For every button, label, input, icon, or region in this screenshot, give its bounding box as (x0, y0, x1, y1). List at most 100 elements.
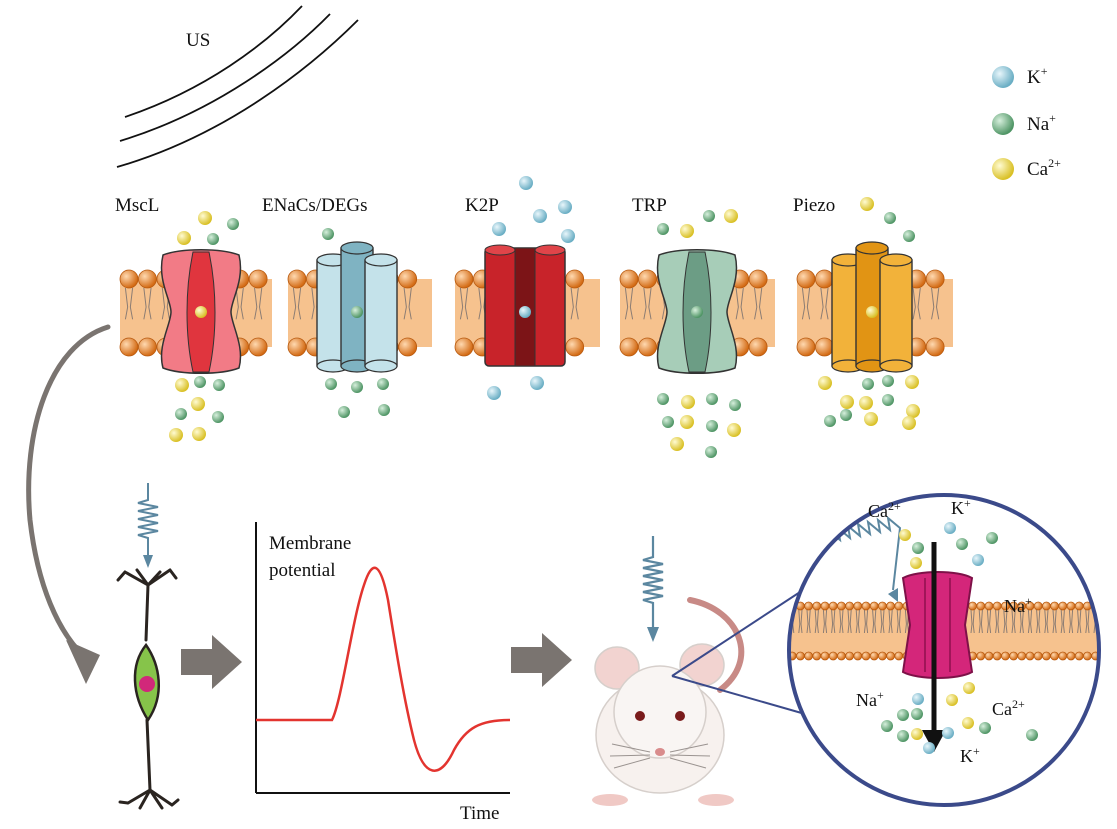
graph-ylabel-line1: Membrane (269, 533, 351, 554)
inset-label-k-bottom: K (960, 746, 973, 766)
na-ion-dot (884, 212, 896, 224)
na-ion-dot (840, 409, 852, 421)
inset-ca-ion-dot (899, 529, 911, 541)
legend-k-text: K (1027, 67, 1041, 88)
na-ion-dot (175, 408, 187, 420)
inset-na-ion-dot (956, 538, 968, 550)
ca-ion-dot (680, 224, 694, 238)
k-ion-dot (530, 376, 544, 390)
na-ion-dot (194, 376, 206, 388)
ca-ion-dot (860, 197, 874, 211)
inset-k-ion-dot (972, 554, 984, 566)
ca-ion-dot (859, 396, 873, 410)
scattered-ions (169, 176, 920, 458)
channel-pore-ion (519, 306, 531, 318)
ion-channels (160, 241, 913, 374)
ca-ion-dot (681, 395, 695, 409)
k-ion-dot (487, 386, 501, 400)
inset-na-ion-dot (897, 730, 909, 742)
inset-magnified-channel: Ca2+ K+ Na+ Na+ Ca2+ K+ (787, 493, 1101, 807)
channel-label-mscl: MscL (115, 195, 159, 216)
ca-ion-dot (864, 412, 878, 426)
legend-na-sup: + (1049, 111, 1056, 125)
mouse-foot-right (698, 794, 734, 806)
na-ion-dot (325, 378, 337, 390)
svg-text:K+: K+ (1027, 64, 1048, 88)
neuron-wave-icon (137, 483, 159, 555)
svg-text:K+: K+ (951, 496, 971, 518)
inset-ca-ion-dot (962, 717, 974, 729)
svg-text:Ca2+: Ca2+ (1027, 156, 1061, 180)
ca-ion-dot (169, 428, 183, 442)
na-ion-dot (705, 446, 717, 458)
k-ion-dot (492, 222, 506, 236)
channel-trp (656, 249, 738, 374)
na-ion-dot (213, 379, 225, 391)
inset-label-na-right-sup: + (1025, 594, 1032, 608)
inset-na-ion-dot (979, 722, 991, 734)
inset-ca-ion-dot (963, 682, 975, 694)
channel-mscl (160, 249, 242, 374)
inset-k-ion-dot (923, 742, 935, 754)
inset-label-na-right: Na (1004, 596, 1025, 616)
legend-ca-text: Ca (1027, 159, 1049, 180)
inset-channel (901, 571, 974, 679)
na-ion-dot (729, 399, 741, 411)
mouse-ear-right (679, 643, 725, 687)
ca-ion-icon (992, 158, 1014, 180)
ca-ion-dot (177, 231, 191, 245)
mouse-foot-left (592, 794, 628, 806)
inset-label-na-left-sup: + (877, 688, 884, 702)
ca-ion-dot (902, 416, 916, 430)
ca-ion-dot (680, 415, 694, 429)
inset-k-ion-dot (944, 522, 956, 534)
channel-pore-ion (195, 306, 207, 318)
na-ion-dot (227, 218, 239, 230)
k-ion-dot (561, 229, 575, 243)
inset-ca-ion-dot (911, 728, 923, 740)
legend-item-na: Na+ (992, 111, 1056, 135)
mouse-wave-icon (642, 536, 664, 627)
curved-arrow-to-neuron (26, 324, 111, 684)
na-ion-dot (903, 230, 915, 242)
legend-ca-sup: 2+ (1048, 156, 1061, 170)
inset-k-ion-dot (942, 727, 954, 739)
block-arrow-1 (181, 635, 242, 689)
inset-na-ion-dot (881, 720, 893, 732)
na-ion-dot (212, 411, 224, 423)
na-ion-dot (703, 210, 715, 222)
na-ion-dot (322, 228, 334, 240)
na-ion-dot (882, 375, 894, 387)
na-ion-dot (706, 393, 718, 405)
channel-label-piezo: Piezo (793, 195, 835, 216)
ca-ion-dot (191, 397, 205, 411)
svg-text:Ca2+: Ca2+ (868, 499, 901, 521)
na-ion-dot (377, 378, 389, 390)
ca-ion-dot (906, 404, 920, 418)
na-ion-dot (662, 416, 674, 428)
ca-ion-dot (727, 423, 741, 437)
inset-na-ion-dot (897, 709, 909, 721)
mouse (592, 536, 745, 806)
inset-ca-ion-dot (946, 694, 958, 706)
mouse-head (613, 665, 707, 759)
inset-na-ion-dot (986, 532, 998, 544)
legend-na-text: Na (1027, 114, 1050, 135)
channel-pore-ion (691, 306, 703, 318)
na-ion-dot (351, 381, 363, 393)
channel-label-enacs-degs: ENaCs/DEGs (262, 195, 368, 216)
inset-na-ion-dot (1026, 729, 1038, 741)
inset-label-ca-top-sup: 2+ (888, 499, 901, 513)
channel-pore-ion (866, 306, 878, 318)
ca-ion-dot (198, 211, 212, 225)
channel-enacs-degs (316, 241, 398, 373)
k-ion-dot (558, 200, 572, 214)
inset-label-k-bottom-sup: + (973, 744, 980, 758)
na-ion-dot (207, 233, 219, 245)
k-ion-icon (992, 66, 1014, 88)
ultrasound-waves (116, 5, 359, 168)
legend-k-sup: + (1041, 64, 1048, 78)
svg-text:Na+: Na+ (1027, 111, 1056, 135)
ca-ion-dot (818, 376, 832, 390)
